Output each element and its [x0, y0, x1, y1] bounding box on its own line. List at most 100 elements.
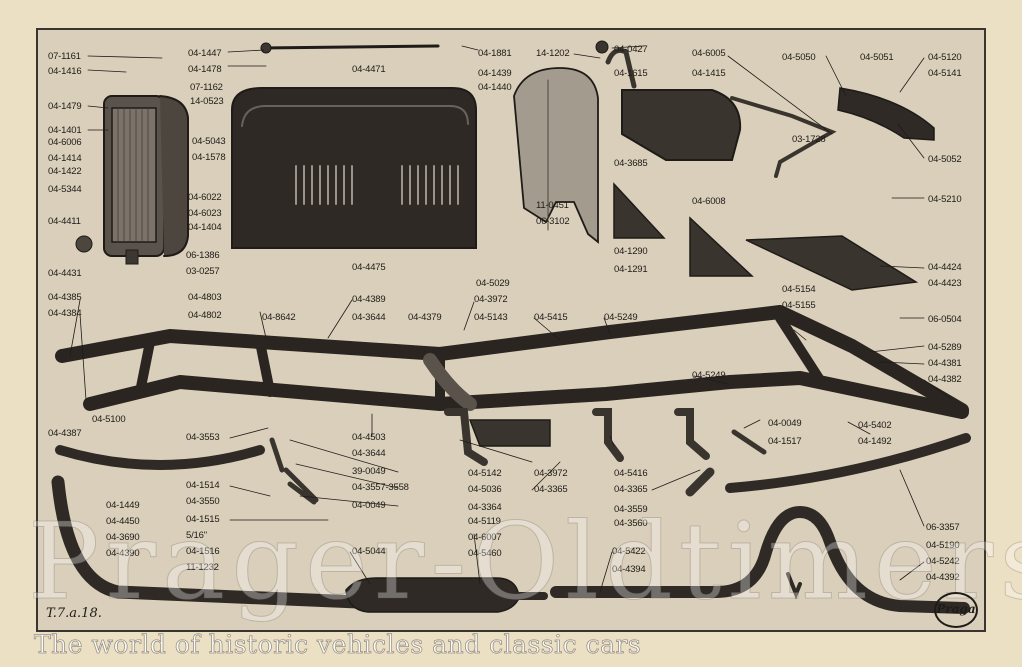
- part-number-label: 04-5344: [48, 184, 82, 195]
- part-number-label: 04-1291: [614, 264, 648, 275]
- part-number-label: 04-5289: [928, 342, 962, 353]
- dash-panel-drawing: [513, 67, 599, 244]
- part-number-label: 04-5249: [692, 370, 726, 381]
- part-number-label: 04-3972: [534, 468, 568, 479]
- part-number-label: 04-1492: [858, 436, 892, 447]
- part-number-label: 04-5422: [612, 546, 646, 557]
- part-number-label: 04-4385: [48, 292, 82, 303]
- part-number-label: 04-4392: [926, 572, 960, 583]
- part-number-label: 04-3365: [614, 484, 648, 495]
- part-number-label: 06-1386: [186, 250, 220, 261]
- part-number-label: 04-3560: [614, 518, 648, 529]
- part-number-label: 04-1290: [614, 246, 648, 257]
- watermark-tagline: The world of historic vehicles and class…: [34, 630, 642, 660]
- part-number-label: 04-1515: [186, 514, 220, 525]
- part-number-label: 06-0504: [928, 314, 962, 325]
- part-number-label: 04-3557-3558: [352, 482, 409, 493]
- front-leaf-spring-drawing: [55, 445, 265, 470]
- part-number-label: 04-6023: [188, 208, 222, 219]
- part-number-label: 14-0523: [190, 96, 224, 107]
- part-number-label: 04-0049: [768, 418, 802, 429]
- part-number-label: 04-1422: [48, 166, 82, 177]
- part-number-label: 04-4390: [106, 548, 140, 559]
- part-number-label: 5/16": [186, 530, 207, 541]
- part-number-label: 04-3559: [614, 504, 648, 515]
- part-number-label: 04-3644: [352, 312, 386, 323]
- part-number-label: 04-1401: [48, 125, 82, 136]
- part-number-label: 06-3102: [536, 216, 570, 227]
- part-number-label: 04-4802: [188, 310, 222, 321]
- fuel-tank-drawing: [595, 40, 742, 161]
- tail-pipe-drawing: [550, 505, 970, 614]
- part-number-label: 04-1447: [188, 48, 222, 59]
- part-number-label: 04-4389: [352, 294, 386, 305]
- part-number-label: 04-4450: [106, 516, 140, 527]
- part-number-label: 04-4381: [928, 358, 962, 369]
- part-number-label: 04-1414: [48, 153, 82, 164]
- part-number-label: 04-4384: [48, 308, 82, 319]
- part-number-label: 04-3364: [468, 502, 502, 513]
- part-number-label: 04-5120: [928, 52, 962, 63]
- part-number-label: 04-5142: [468, 468, 502, 479]
- part-number-label: 03-1728: [792, 134, 826, 145]
- part-number-label: 04-3685: [614, 158, 648, 169]
- radiator-drawing: [75, 95, 189, 265]
- part-number-label: 11-0451: [536, 200, 569, 211]
- part-number-label: 04-4475: [352, 262, 386, 273]
- floorboard-drawing: [745, 235, 919, 291]
- part-number-label: 04-5100: [92, 414, 126, 425]
- part-number-label: 04-4379: [408, 312, 442, 323]
- part-number-label: 07-1161: [48, 51, 81, 62]
- part-number-label: 04-1514: [186, 480, 220, 491]
- part-number-label: 04-5154: [782, 284, 816, 295]
- part-number-label: 04-5155: [782, 300, 816, 311]
- part-number-label: 04-4382: [928, 374, 962, 385]
- part-number-label: 03-0257: [186, 266, 220, 277]
- part-number-label: 04-3644: [352, 448, 386, 459]
- part-number-label: 04-4803: [188, 292, 222, 303]
- part-number-label: 39-0049: [352, 466, 386, 477]
- part-number-label: 04-6005: [692, 48, 726, 59]
- part-number-label: 04-5051: [860, 52, 894, 63]
- part-number-label: 04-6007: [468, 532, 502, 543]
- part-number-label: 04-1578: [192, 152, 226, 163]
- part-number-label: 04-4387: [48, 428, 82, 439]
- exhaust-drawing: [51, 475, 548, 613]
- part-number-label: 04-1516: [186, 546, 220, 557]
- rear-leaf-spring-drawing: [725, 433, 971, 493]
- chassis-frame-drawing: [55, 305, 969, 447]
- part-number-label: 04-3550: [186, 496, 220, 507]
- part-number-label: 04-3365: [534, 484, 568, 495]
- part-number-label: 04-5190: [926, 540, 960, 551]
- part-number-label: 04-4503: [352, 432, 386, 443]
- part-number-label: 04-5141: [928, 68, 962, 79]
- bonnet-drawing: [231, 87, 477, 249]
- part-number-label: 04-4411: [48, 216, 81, 227]
- part-number-label: 04-1478: [188, 64, 222, 75]
- part-number-label: 04-4424: [928, 262, 962, 273]
- part-number-label: 04-4471: [352, 64, 386, 75]
- part-number-label: 04-6006: [48, 137, 82, 148]
- part-number-label: 04-5249: [604, 312, 638, 323]
- part-number-label: 04-8642: [262, 312, 296, 323]
- part-number-label: 04-4431: [48, 268, 82, 279]
- mudguard-drawing: [837, 87, 935, 141]
- rod-drawing: [260, 44, 440, 50]
- part-number-label: 04-5036: [468, 484, 502, 495]
- part-number-label: 04-4394: [612, 564, 646, 575]
- part-number-label: 06-3357: [926, 522, 960, 533]
- part-number-label: 04-1615: [614, 68, 648, 79]
- part-number-label: 04-4423: [928, 278, 962, 289]
- part-number-label: 04-1440: [478, 82, 512, 93]
- watermark-text: Prager-Oldtimers.com: [27, 500, 1022, 624]
- part-number-label: 04-5052: [928, 154, 962, 165]
- part-number-label: 04-5050: [782, 52, 816, 63]
- part-number-label: 04-1479: [48, 101, 82, 112]
- part-number-label: 04-3972: [474, 294, 508, 305]
- part-number-label: 04-1415: [692, 68, 726, 79]
- part-number-label: 04-1404: [188, 222, 222, 233]
- part-number-label: 04-5402: [858, 420, 892, 431]
- part-number-label: 04-5416: [614, 468, 648, 479]
